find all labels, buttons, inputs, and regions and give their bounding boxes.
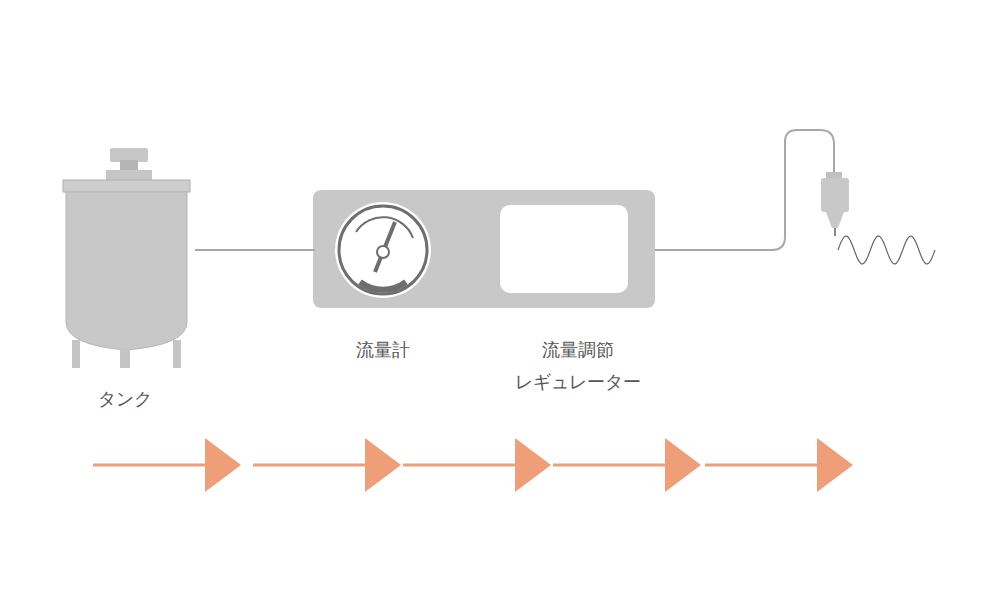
flow-arrows — [93, 438, 853, 492]
flow-arrow-shaft — [403, 464, 518, 467]
flow-arrow-head — [205, 438, 241, 492]
nozzle-needle — [834, 228, 836, 236]
flow-arrow-head — [365, 438, 401, 492]
part-label: 流量計 — [315, 334, 451, 366]
flow-arrow-shaft — [705, 464, 820, 467]
nozzle-body — [821, 178, 849, 212]
regulator-panel — [500, 205, 628, 293]
tank: タンク — [55, 140, 195, 419]
hose — [655, 130, 834, 250]
tank-knob — [110, 148, 148, 162]
gauge-needle — [375, 222, 395, 272]
flow-arrow-shaft — [253, 464, 368, 467]
gauge-band — [360, 282, 406, 290]
gauge-ring — [339, 206, 427, 294]
flow-arrow-shaft — [553, 464, 668, 467]
flow-meter: 流量計 — [315, 195, 451, 370]
tank-knob-stem — [120, 160, 138, 170]
flow-arrow-shaft — [93, 464, 208, 467]
tank-leg — [173, 340, 181, 368]
gauge-scale — [356, 217, 413, 238]
nozzle-tip — [826, 212, 844, 228]
flow-arrow-head — [817, 438, 853, 492]
tank-lid — [63, 180, 190, 192]
gauge-hub — [377, 246, 389, 258]
flow-gauge — [335, 202, 431, 298]
flow-regulator: 流量調節 レギュレーター — [495, 195, 660, 405]
pipe-connector — [195, 249, 315, 251]
gauge-face — [335, 202, 431, 298]
tank-leg — [120, 348, 130, 368]
flow-arrow-head — [515, 438, 551, 492]
device-housing — [313, 190, 655, 308]
part-label: タンク — [55, 383, 195, 415]
tank-drawing — [63, 148, 190, 368]
flow-arrow-head — [665, 438, 701, 492]
part-label: 流量調節 レギュレーター — [495, 334, 660, 398]
vibration-wave — [838, 236, 935, 264]
tank-body — [66, 192, 187, 350]
tank-leg — [72, 340, 80, 368]
